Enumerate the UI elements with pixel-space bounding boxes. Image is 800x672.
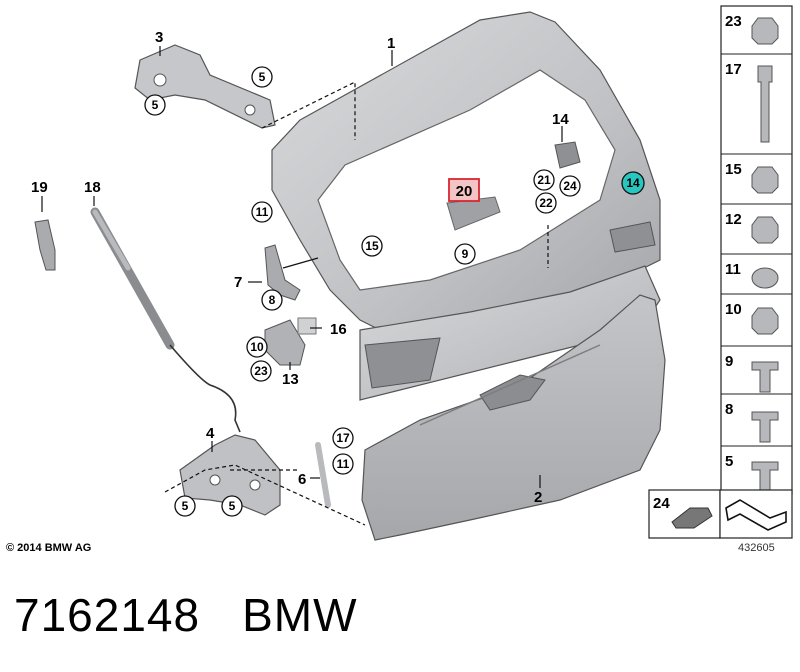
legend-label-10: 10 xyxy=(725,301,742,318)
svg-text:20: 20 xyxy=(456,183,473,200)
callout-5: 5 xyxy=(229,499,236,513)
callout-24: 24 xyxy=(563,179,577,193)
hinge-lower xyxy=(179,434,281,516)
legend-label-8: 8 xyxy=(725,401,733,418)
bolt-6 xyxy=(315,442,331,508)
flange-nut-icon xyxy=(751,17,779,45)
leader-lines xyxy=(164,81,549,526)
callout-9: 9 xyxy=(462,247,469,261)
legend-label-17: 17 xyxy=(725,61,742,78)
callout-21: 21 xyxy=(537,173,551,187)
callout-2: 2 xyxy=(534,489,542,506)
torx-screw-washer-icon xyxy=(751,411,779,443)
copyright: © 2014 BMW AG xyxy=(6,542,92,554)
fastener-legend: 23 17 15 12 11 10 9 8 5 xyxy=(720,5,793,495)
diagram-number: 432605 xyxy=(738,542,775,554)
legend-label-11: 11 xyxy=(725,261,741,278)
callout-5: 5 xyxy=(152,98,159,112)
callout-17: 17 xyxy=(336,431,350,445)
callout-11: 11 xyxy=(256,205,269,219)
callout-19: 19 xyxy=(31,179,48,196)
part-caption: 7162148 BMW xyxy=(14,588,358,642)
callout-5: 5 xyxy=(259,70,266,84)
callout-13: 13 xyxy=(282,371,299,388)
legend-label-12: 12 xyxy=(725,211,742,228)
callout-16: 16 xyxy=(330,321,347,338)
tailgate-cover xyxy=(361,294,666,541)
callout-4: 4 xyxy=(206,425,215,442)
flange-nut-small-icon xyxy=(751,307,779,335)
legend-bottom: 24 xyxy=(648,489,793,539)
long-bolt-icon xyxy=(757,65,773,143)
cap-icon xyxy=(751,267,779,289)
gas-spring xyxy=(90,207,241,433)
callout-11: 11 xyxy=(337,457,350,471)
legend-24-label: 24 xyxy=(653,495,670,512)
callout-3: 3 xyxy=(155,29,163,46)
clip-icon xyxy=(671,507,713,529)
bracket-19 xyxy=(34,219,56,271)
callout-14: 14 xyxy=(552,111,569,128)
hex-nut-icon xyxy=(751,166,779,194)
arrow-icon xyxy=(725,499,787,531)
callout-5: 5 xyxy=(182,499,189,513)
legend-label-23: 23 xyxy=(725,13,742,30)
legend-label-15: 15 xyxy=(725,161,742,178)
callout-10: 10 xyxy=(250,340,264,354)
callout-labels: 1 2 3 4 6 7 13 14 16 18 19 xyxy=(31,29,569,506)
callout-22: 22 xyxy=(539,196,553,210)
callout-1: 1 xyxy=(387,35,395,52)
callout-15: 15 xyxy=(365,239,379,253)
parts-diagram: 1 2 3 4 6 7 13 14 16 18 19 5 5 11 15 9 8 xyxy=(31,5,793,541)
small-parts xyxy=(264,141,581,366)
highlight-callout-14: 14 xyxy=(621,171,645,195)
part-number: 7162148 xyxy=(14,589,201,641)
callout-18: 18 xyxy=(84,179,101,196)
circled-callout-text: 5 5 11 15 9 8 10 23 21 24 22 17 11 5 5 xyxy=(152,70,577,513)
torx-screw-icon xyxy=(751,361,779,393)
svg-text:14: 14 xyxy=(626,176,640,190)
legend-label-5: 5 xyxy=(725,453,733,470)
callout-6: 6 xyxy=(298,471,306,488)
collar-nut-icon xyxy=(751,216,779,244)
callout-23: 23 xyxy=(254,364,268,378)
hinge-upper xyxy=(134,44,276,129)
legend-label-9: 9 xyxy=(725,353,733,370)
circled-callouts xyxy=(144,66,581,517)
brand-name: BMW xyxy=(242,589,358,641)
callout-8: 8 xyxy=(269,293,276,307)
callout-leaders xyxy=(41,46,563,479)
callout-7: 7 xyxy=(234,274,242,291)
highlight-callout-20: 20 xyxy=(448,178,480,202)
